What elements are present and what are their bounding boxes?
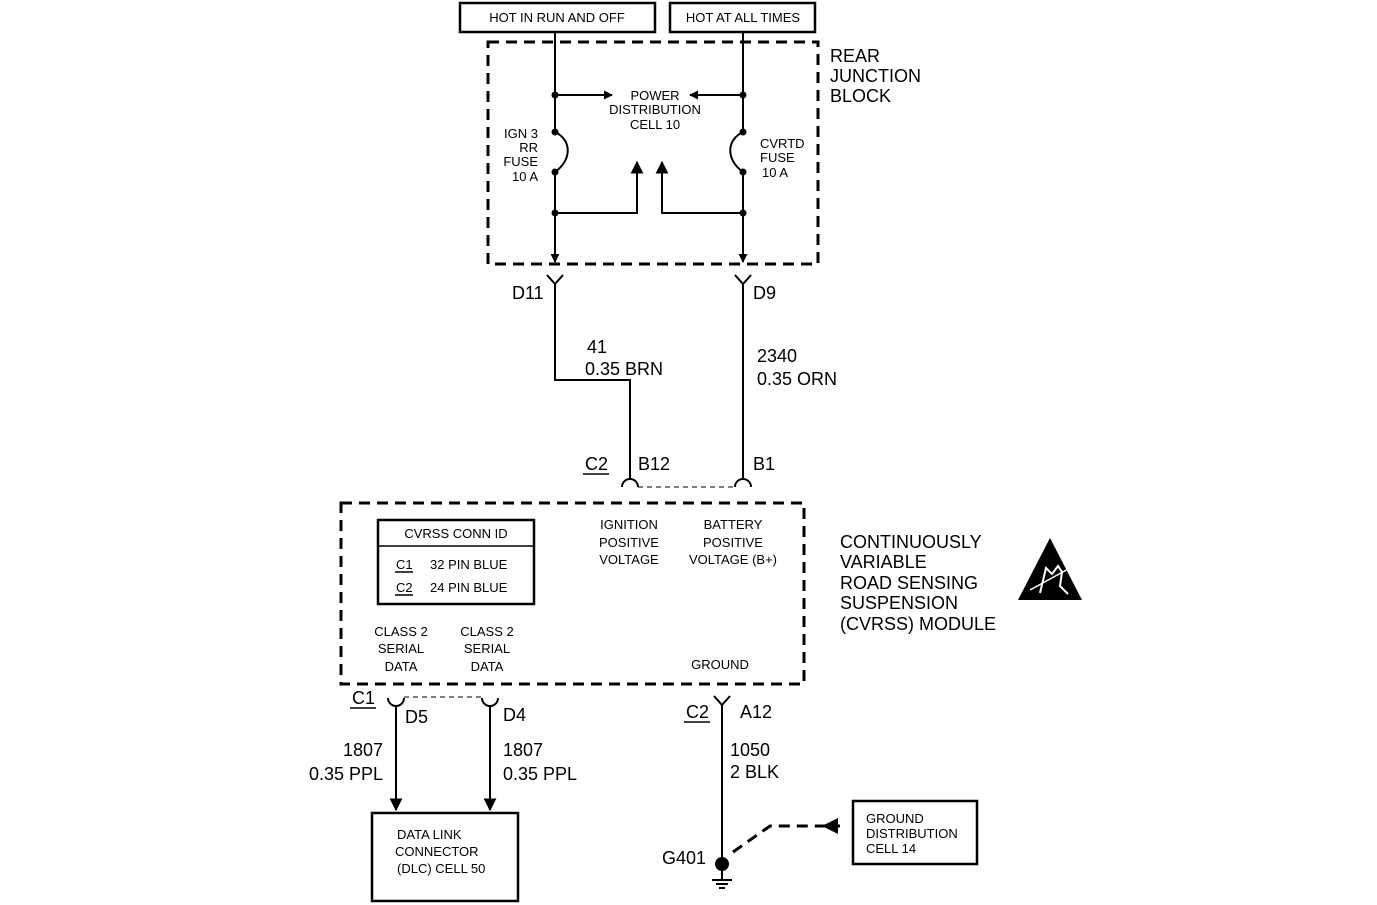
ground-pin-label: GROUND: [691, 657, 749, 672]
ign3-circuit: [550, 32, 644, 263]
connector-c2-top-label: C2: [585, 454, 608, 474]
source-hot-run-off: HOT IN RUN AND OFF: [458, 1, 657, 34]
connector-d11-label: D11: [512, 283, 544, 303]
serial-right-1: CLASS 2: [460, 624, 513, 639]
serial-left-2: SERIAL: [378, 641, 424, 656]
module-label-3: ROAD SENSING: [840, 573, 978, 593]
serial-left-1: CLASS 2: [374, 624, 427, 639]
rear-junction-block: REAR JUNCTION BLOCK POWER DISTRIBUTION C…: [486, 40, 921, 266]
source-hot-run-off-label: HOT IN RUN AND OFF: [489, 10, 625, 25]
ground-distribution-2: DISTRIBUTION: [866, 826, 958, 841]
conn-id-table: CVRSS CONN ID C1 32 PIN BLUE C2 24 PIN B…: [376, 518, 536, 606]
conn-row-c1-desc: 32 PIN BLUE: [430, 557, 508, 572]
rjb-label-3: BLOCK: [830, 86, 891, 106]
ignition-3: VOLTAGE: [599, 552, 659, 567]
ground-g401-label: G401: [662, 848, 706, 868]
module-label-2: VARIABLE: [840, 552, 927, 572]
fuse-left-1: IGN 3: [504, 126, 538, 141]
ign3-fuse-icon: [554, 131, 569, 173]
fuse-left-3: FUSE: [503, 154, 538, 169]
battery-3: VOLTAGE (B+): [689, 552, 777, 567]
power-distribution-1: POWER: [630, 88, 679, 103]
serial-right-3: DATA: [471, 659, 504, 674]
wire-2340: 2340 0.35 ORN: [742, 284, 837, 480]
connector-c1: C1 D5 D4: [350, 688, 526, 727]
ground-symbol-icon: [712, 879, 732, 889]
connector-c2-bottom-label: C2: [686, 702, 709, 722]
wire-1807-right: 1807 0.35 PPL: [483, 706, 577, 812]
wire-2340-gauge: 0.35 ORN: [757, 369, 837, 389]
connector-c2-top: C2 B12 B1: [583, 454, 775, 488]
wire-1807-left-gauge: 0.35 PPL: [309, 764, 383, 784]
ground-distribution-3: CELL 14: [866, 841, 916, 856]
wire-41: 41 0.35 BRN: [554, 284, 663, 480]
power-distribution-2: DISTRIBUTION: [609, 102, 701, 117]
ground-g401: G401: [662, 848, 732, 889]
ignition-2: POSITIVE: [599, 535, 659, 550]
connector-c2-bottom: C2 A12: [684, 695, 772, 723]
conn-row-c1-id: C1: [396, 557, 413, 572]
battery-2: POSITIVE: [703, 535, 763, 550]
fuse-right-2: FUSE: [760, 150, 795, 165]
module-label-5: (CVRSS) MODULE: [840, 614, 996, 634]
connector-d5-label: D5: [405, 707, 428, 727]
dlc-label-2: CONNECTOR: [395, 844, 479, 859]
rjb-label-1: REAR: [830, 46, 880, 66]
wire-1807-left-number: 1807: [343, 740, 383, 760]
cvrss-module: CVRSS CONN ID C1 32 PIN BLUE C2 24 PIN B…: [339, 501, 1082, 686]
source-hot-all-times: HOT AT ALL TIMES: [668, 1, 817, 34]
fuse-right-1: CVRTD: [760, 136, 805, 151]
connector-c1-label: C1: [352, 688, 375, 708]
ignition-1: IGNITION: [600, 517, 658, 532]
conn-row-c2-id: C2: [396, 580, 413, 595]
connector-d4-label: D4: [503, 705, 526, 725]
wire-1050: 1050 2 BLK: [721, 705, 779, 862]
data-link-connector: DATA LINK CONNECTOR (DLC) CELL 50: [370, 811, 520, 903]
dlc-label-3: (DLC) CELL 50: [397, 861, 485, 876]
fuse-left-4: 10 A: [512, 169, 538, 184]
conn-id-title: CVRSS CONN ID: [404, 526, 507, 541]
connector-b12-label: B12: [638, 454, 670, 474]
dlc-label-1: DATA LINK: [397, 827, 462, 842]
cvrtd-circuit: [655, 32, 748, 263]
power-distribution-3: CELL 10: [630, 117, 680, 132]
wire-1807-right-gauge: 0.35 PPL: [503, 764, 577, 784]
cvrtd-fuse-icon: [729, 131, 744, 173]
wire-1050-gauge: 2 BLK: [730, 762, 779, 782]
source-hot-all-times-label: HOT AT ALL TIMES: [686, 10, 800, 25]
connector-a12-label: A12: [740, 702, 772, 722]
wire-1807-left: 1807 0.35 PPL: [309, 706, 403, 812]
connector-d9-label: D9: [753, 283, 776, 303]
wire-1807-right-number: 1807: [503, 740, 543, 760]
connector-d9: D9: [734, 274, 776, 303]
conn-row-c2-desc: 24 PIN BLUE: [430, 580, 508, 595]
battery-1: BATTERY: [704, 517, 763, 532]
wire-41-gauge: 0.35 BRN: [585, 359, 663, 379]
wire-2340-number: 2340: [757, 346, 797, 366]
connector-b1-label: B1: [753, 454, 775, 474]
fuse-left-2: RR: [519, 140, 538, 155]
wire-1050-number: 1050: [730, 740, 770, 760]
esd-warning-icon: [1018, 538, 1082, 600]
serial-left-3: DATA: [385, 659, 418, 674]
module-label-1: CONTINUOUSLY: [840, 532, 982, 552]
ground-distribution-1: GROUND: [866, 811, 924, 826]
fuse-right-3: 10 A: [762, 165, 788, 180]
serial-right-2: SERIAL: [464, 641, 510, 656]
rjb-label-2: JUNCTION: [830, 66, 921, 86]
module-label-4: SUSPENSION: [840, 593, 958, 613]
ground-distribution: GROUND DISTRIBUTION CELL 14: [732, 799, 979, 866]
wire-41-number: 41: [587, 337, 607, 357]
